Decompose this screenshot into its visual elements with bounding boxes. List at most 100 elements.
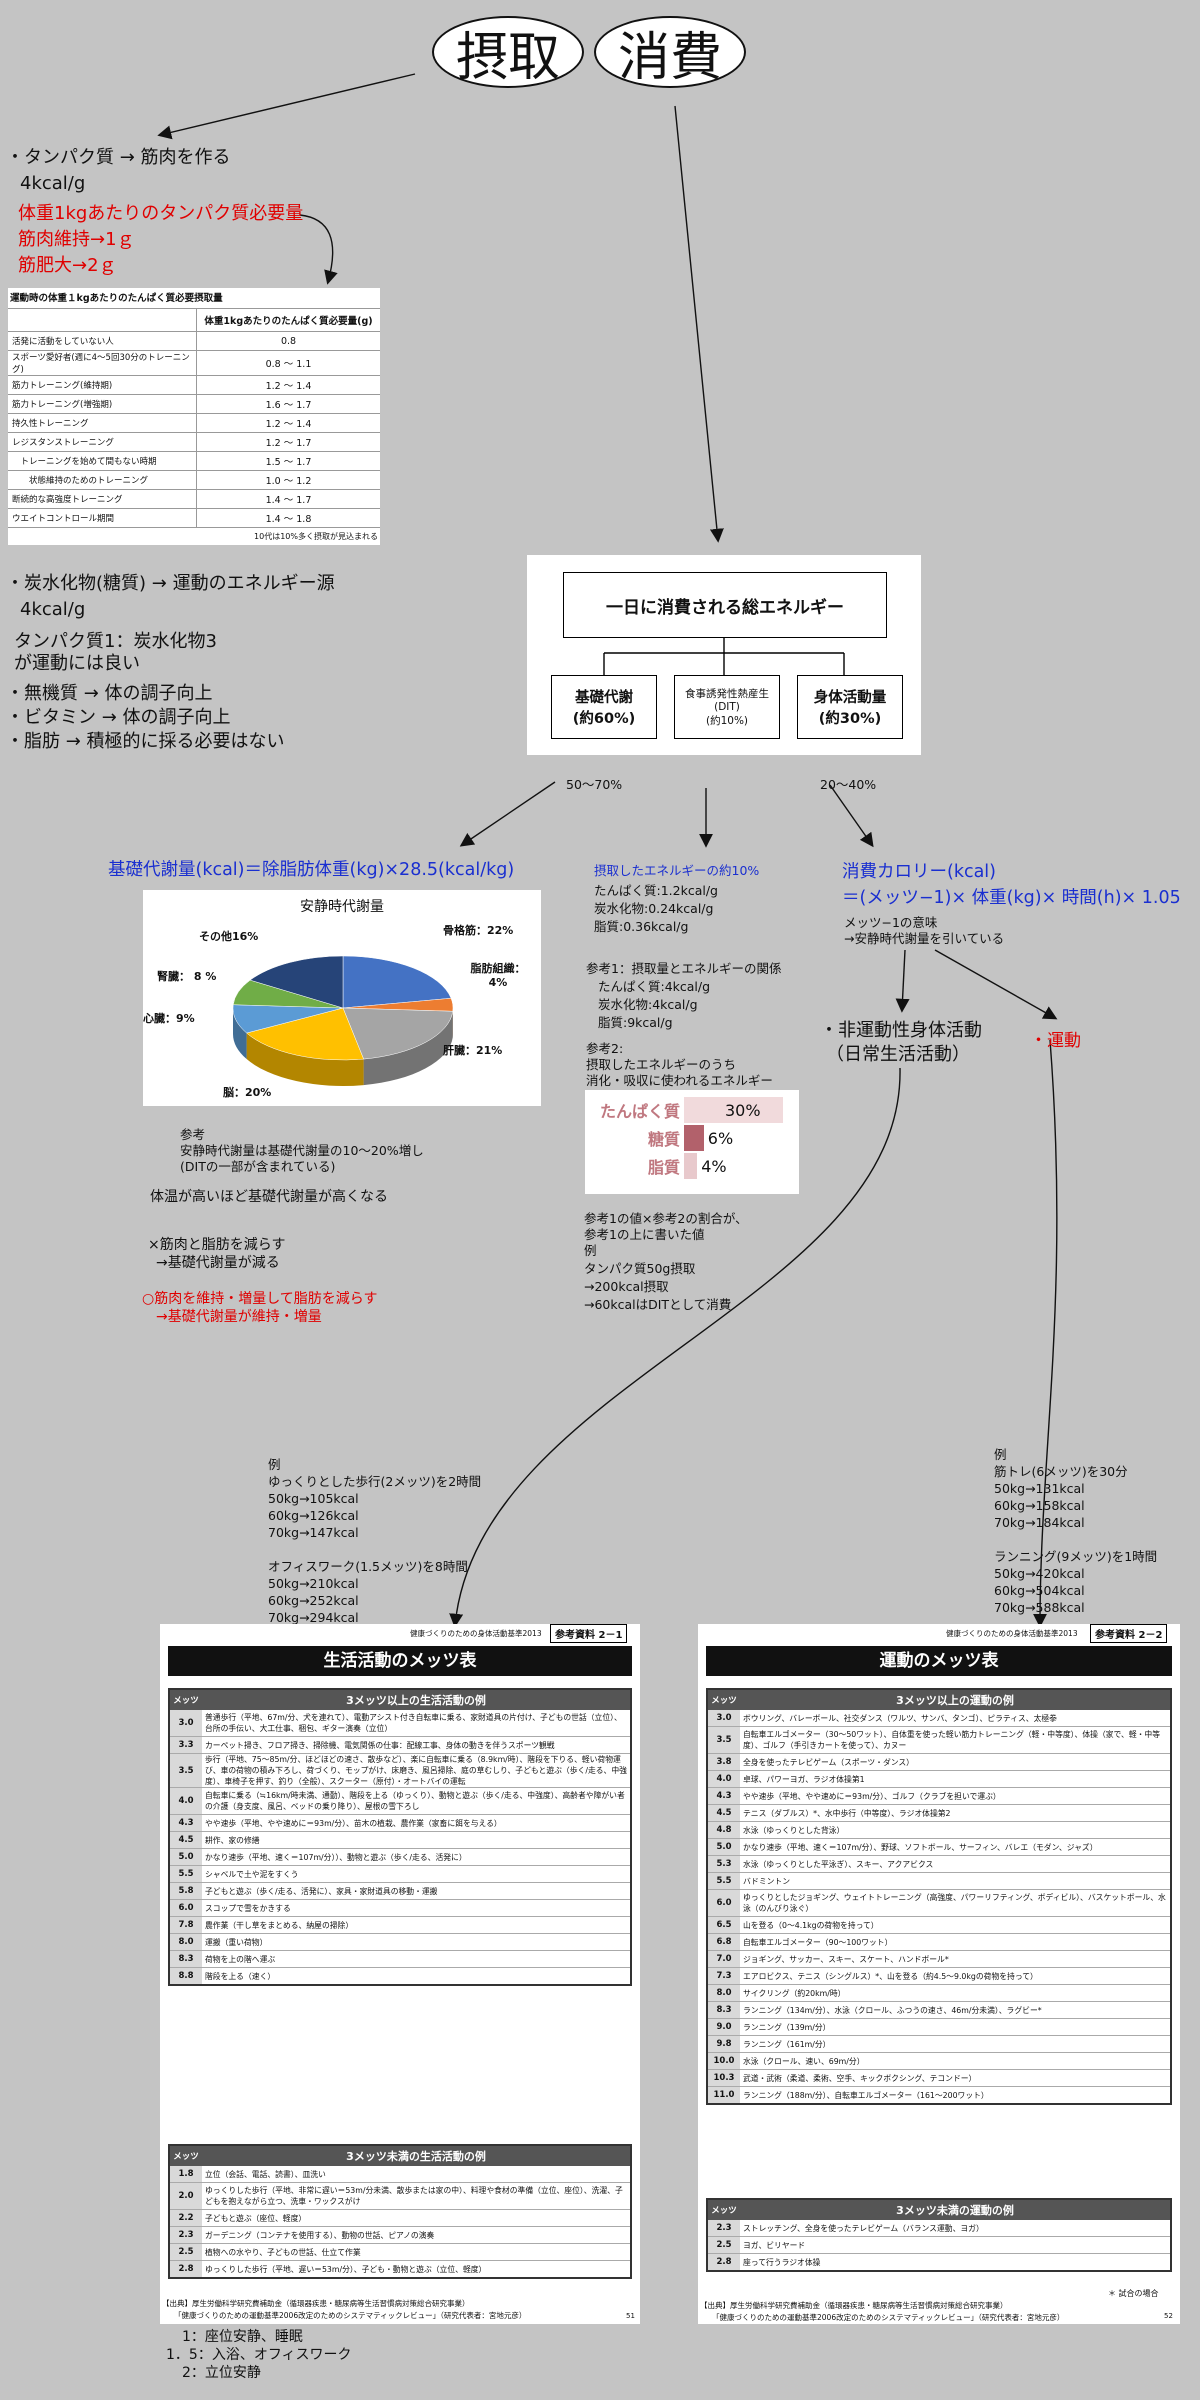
- mets-sport-source-2: 「健康づくりのための運動基準2006改定のためのシステマティックレビュー」（研究…: [712, 2313, 1065, 2322]
- example-life-line: 70kg→294kcal: [268, 1610, 359, 1625]
- mets-value: 4.3: [169, 1814, 202, 1832]
- activity-box-pct: (約30%): [818, 711, 882, 727]
- mets-value: 5.0: [169, 1848, 202, 1866]
- mets-activity: かなり速歩（平地、速く＝107m/分）、野球、ソフトボール、サーフィン、バレエ（…: [740, 1838, 1171, 1856]
- mets-value: 2.8: [707, 2253, 740, 2272]
- mets-activity: 歩行（平地、75～85m/分、ほどほどの速さ、散歩など）、楽に自転車に乗る（8.…: [202, 1753, 631, 1788]
- dit-calc-4: タンパク質50g摂取: [584, 1261, 696, 1276]
- pie-slice-label: 脳：20%: [223, 1086, 272, 1099]
- example-life-line: 50kg→105kcal: [268, 1491, 359, 1506]
- basal-temp: 体温が高いほど基礎代謝量が高くなる: [150, 1189, 388, 1205]
- pie-slice-side: [363, 1011, 453, 1086]
- protein-row-value: 1.0 ～ 1.2: [196, 470, 380, 490]
- protein-line: ・タンパク質 → 筋肉を作る: [6, 147, 231, 168]
- mets-value: 2.2: [169, 2209, 202, 2227]
- dit-calc-1: 参考1の値×参考2の割合が、: [584, 1211, 748, 1226]
- mets-sport-source-1: 【出典】厚生労働科学研究費補助金（循環器疾患・糖尿病等生活習慣病対策総合研究事業…: [700, 2301, 1008, 2310]
- mets-activity: 自転車エルゴメーター（90～100ワット）: [740, 1933, 1171, 1951]
- mets-activity: バドミントン: [740, 1872, 1171, 1890]
- mets-activity: サイクリング（約20km/時）: [740, 1984, 1171, 2002]
- pie-slice-label: その他16%: [199, 930, 259, 943]
- mets-activity: やや速歩（平地、やや速めに＝93m/分）、ゴルフ（クラブを担いで運ぶ）: [740, 1787, 1171, 1805]
- dit-ref1-title: 参考1：摂取量とエネルギーの関係: [586, 961, 782, 976]
- dit-bar-value: 4%: [701, 1156, 727, 1176]
- basal-box-pct: (約60%): [572, 711, 636, 727]
- mets-value: 9.0: [707, 2018, 740, 2036]
- pie-slice: [342, 1007, 454, 1060]
- protein-row-label: 筋力トレーニング(維持期): [8, 375, 197, 395]
- mets-value: 3.5: [169, 1753, 202, 1788]
- mets-activity: ランニング（188m/分）、自転車エルゴメーター（161～200ワット）: [740, 2086, 1171, 2105]
- mets-value: 2.3: [169, 2226, 202, 2244]
- carb-kcal: 4kcal/g: [20, 599, 86, 620]
- pct-activity: 20～40%: [820, 777, 877, 792]
- mets-value: 8.0: [169, 1933, 202, 1951]
- total-energy-box: 一日に消費される総エネルギー: [563, 572, 887, 638]
- example-sport-line: 70kg→184kcal: [994, 1515, 1085, 1530]
- dit-l2: 炭水化物:0.24kcal/g: [594, 901, 714, 916]
- mets-activity: ヨガ、ビリヤード: [740, 2236, 1171, 2254]
- mets-value: 6.0: [707, 1889, 740, 1917]
- pie-chart: [232, 955, 454, 1086]
- protein-kcal: 4kcal/g: [20, 173, 86, 194]
- energy-tree-lines: [603, 638, 845, 675]
- consumption-label: 消費: [617, 27, 722, 88]
- mets-value: 8.8: [169, 1967, 202, 1986]
- intake-label: 摂取: [455, 27, 560, 88]
- mets-value: 8.3: [169, 1950, 202, 1968]
- mets-activity: ランニング（161m/分）: [740, 2035, 1171, 2053]
- protein-table-note: 10代は10%多く摂取が見込まれる: [254, 532, 378, 541]
- mets-value: 2.3: [707, 2220, 740, 2237]
- mets-activity: エアロビクス、テニス（シングルス）*、山を登る（約4.5～9.0kgの荷物を持っ…: [740, 1967, 1171, 1985]
- footer-l1: 1：座位安静、睡眠: [182, 2329, 303, 2345]
- protein-row-value: 1.5 ～ 1.7: [196, 451, 380, 471]
- mets-value: 9.8: [707, 2035, 740, 2053]
- mets-activity: 武道・武術（柔道、柔術、空手、キックボクシング、テコンドー）: [740, 2069, 1171, 2087]
- mets-activity: 座って行うラジオ体操: [740, 2253, 1171, 2272]
- pie-slice: [342, 955, 452, 1009]
- mets-activity: スコップで雪をかきする: [202, 1899, 631, 1917]
- mets-sport-title: 運動のメッツ表: [706, 1646, 1172, 1676]
- basal-note-2: 安静時代謝量は基礎代謝量の10～20%増し: [180, 1143, 424, 1158]
- exercise-label: ・運動: [1030, 1031, 1081, 1051]
- mets-life-title: 生活活動のメッツ表: [168, 1646, 632, 1676]
- footer-l3: 2：立位安静: [182, 2365, 261, 2381]
- mets-value: 10.0: [707, 2052, 740, 2070]
- protein-table-row: 筋力トレーニング(維持期)1.2 ～ 1.4: [8, 375, 380, 395]
- mets-activity: 自転車エルゴメーター（30～50ワット）、自体重を使った軽い筋力トレーニング（軽…: [740, 1726, 1171, 1754]
- dit-l3: 脂質:0.36kcal/g: [594, 919, 689, 934]
- basal-bad-2: →基礎代謝量が減る: [156, 1255, 280, 1271]
- mets-activity: 植物への水やり、子どもの世話、仕立て作業: [202, 2243, 631, 2261]
- mets-meaning-1: メッツ−1の意味: [844, 915, 938, 930]
- mets-value: 3.0: [169, 1710, 202, 1737]
- dit-bar-label: 糖質: [647, 1130, 680, 1149]
- mets-value: 11.0: [707, 2086, 740, 2105]
- dit-calc-5: →200kcal摂取: [584, 1279, 669, 1294]
- ratio-line-1: タンパク質1：炭水化物3: [14, 631, 217, 652]
- dit-bar-value: 6%: [707, 1128, 734, 1148]
- example-sport-line: 筋トレ(6メッツ)を30分: [994, 1464, 1128, 1479]
- mets-sport-caption: 健康づくりのための身体活動基準2013: [946, 1629, 1078, 1638]
